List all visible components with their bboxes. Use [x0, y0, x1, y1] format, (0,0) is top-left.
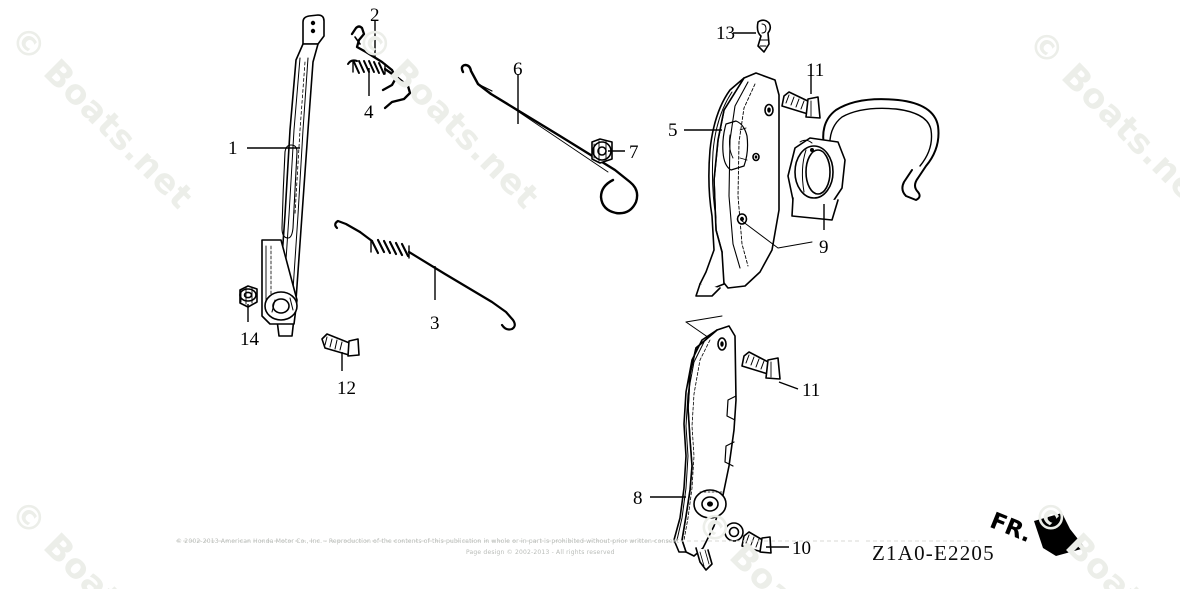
callout-number-7: 7: [629, 142, 639, 163]
part-12-flange-bolt-small: [321, 333, 360, 357]
part-1-handle-lever-bar: [261, 14, 325, 337]
part-3-rod-with-spring: [334, 219, 516, 331]
part-9-knob-grip-with-cable: [787, 98, 940, 221]
callout-number-2: 2: [370, 5, 380, 26]
callout-number-9: 9: [819, 237, 829, 258]
callout-number-5: 5: [668, 120, 678, 141]
part-7-bushing-grommet: [591, 138, 613, 164]
copyright-line-1: © 2002-2013 American Honda Motor Co., In…: [176, 538, 680, 545]
part-13-clip: [756, 19, 772, 53]
part-11-flange-bolt-upper: [781, 91, 821, 119]
part-5-upper-bracket-cover: [695, 72, 780, 297]
part-14-collar-nut: [239, 285, 258, 308]
callout-number-4: 4: [364, 102, 374, 123]
part-10-washer-and-bolt: [724, 522, 772, 554]
part-11-flange-bolt-lower: [741, 351, 781, 380]
callout-number-14: 14: [240, 329, 259, 350]
callout-number-13: 13: [716, 23, 735, 44]
front-direction-arrow: [1034, 513, 1085, 556]
callout-number-3: 3: [430, 313, 440, 334]
callout-leader-lines: [247, 20, 825, 548]
callout-number-10: 10: [792, 538, 811, 559]
callout-number-6: 6: [513, 59, 523, 80]
part-4-spring: [347, 59, 412, 110]
part-number-label: Z1A0-E2205: [872, 541, 995, 565]
callout-number-1: 1: [228, 138, 238, 159]
callout-number-8: 8: [633, 488, 643, 509]
callout-number-11: 11: [806, 60, 825, 81]
part-2-bent-wire-rod: [350, 25, 398, 92]
part-6-long-rod-with-loop: [460, 63, 639, 215]
callout-number-12: 12: [337, 378, 356, 399]
leader-line-11: [778, 381, 799, 390]
copyright-line-2: Page design © 2002-2013 - All rights res…: [466, 549, 615, 556]
callout-number-11: 11: [802, 380, 821, 401]
